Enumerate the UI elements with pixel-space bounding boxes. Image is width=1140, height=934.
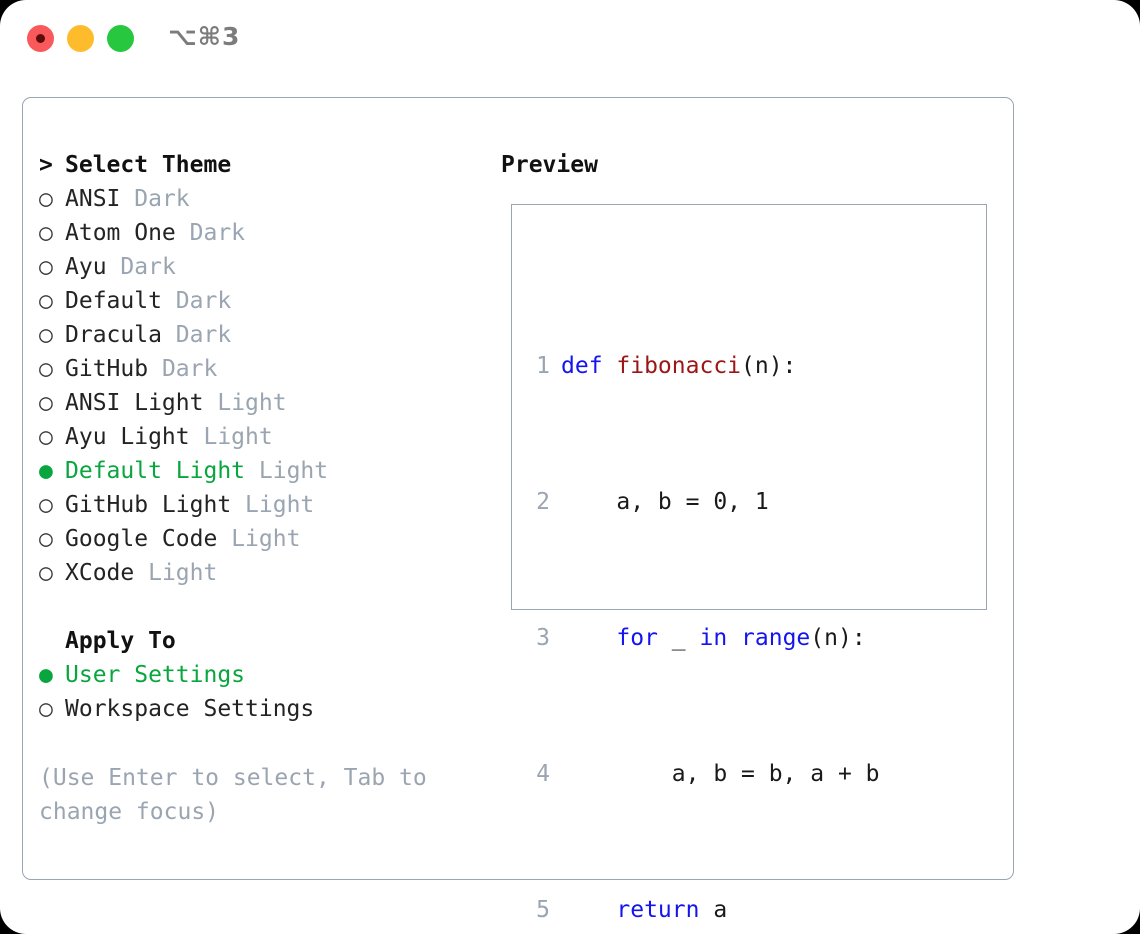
theme-item-suffix: Dark — [175, 288, 232, 314]
theme-item-ayu-dark[interactable]: ○ Ayu Dark — [39, 250, 499, 284]
line-number: 4 — [536, 761, 550, 787]
window-title: ⌥⌘3 — [168, 22, 241, 51]
theme-item-suffix: Light — [231, 526, 301, 552]
code-token-keyword: in — [699, 625, 728, 651]
theme-item-dracula-dark[interactable]: ○ Dracula Dark — [39, 318, 499, 352]
theme-item-ansi-light[interactable]: ○ ANSI Light Light — [39, 386, 499, 420]
theme-item-suffix: Light — [203, 424, 273, 450]
radio-unselected-icon: ○ — [39, 424, 53, 450]
apply-to-item-workspace-settings[interactable]: ○ Workspace Settings — [39, 692, 499, 726]
theme-item-ayu-light[interactable]: ○ Ayu Light Light — [39, 420, 499, 454]
apply-to-header-label: Apply To — [65, 628, 176, 654]
theme-item-suffix: Dark — [189, 220, 246, 246]
radio-unselected-icon: ○ — [39, 696, 53, 722]
apply-to-item-user-settings[interactable]: ● User Settings — [39, 658, 499, 692]
code-token-keyword: return — [616, 897, 700, 923]
code-token-plain — [561, 897, 616, 923]
theme-item-label: XCode — [65, 560, 135, 586]
theme-item-label: Ayu — [65, 254, 107, 280]
radio-unselected-icon: ○ — [39, 356, 53, 382]
theme-item-suffix: Light — [148, 560, 218, 586]
theme-item-label: Default Light — [65, 458, 246, 484]
theme-item-google-code[interactable]: ○ Google Code Light — [39, 522, 499, 556]
preview-title: Preview — [501, 152, 598, 178]
theme-item-github-light[interactable]: ○ GitHub Light Light — [39, 488, 499, 522]
theme-item-suffix: Dark — [161, 356, 218, 382]
theme-item-label: Google Code — [65, 526, 218, 552]
theme-item-label: GitHub Light — [65, 492, 232, 518]
theme-item-label: Default — [65, 288, 162, 314]
radio-unselected-icon: ○ — [39, 254, 53, 280]
select-theme-header: > Select Theme — [39, 148, 499, 182]
traffic-light-buttons — [27, 25, 134, 52]
radio-unselected-icon: ○ — [39, 492, 53, 518]
theme-item-default-light[interactable]: ● Default Light Light — [39, 454, 499, 488]
code-line: 5 return a — [524, 893, 907, 927]
radio-selected-icon: ● — [39, 458, 53, 484]
close-button-icon[interactable] — [27, 25, 54, 52]
theme-item-label: ANSI Light — [65, 390, 204, 416]
theme-item-github-dark[interactable]: ○ GitHub Dark — [39, 352, 499, 386]
code-token-plain: (n): — [741, 353, 797, 379]
apply-to-item-label: User Settings — [65, 662, 246, 688]
theme-item-suffix: Dark — [134, 186, 190, 212]
theme-item-suffix: Light — [217, 390, 287, 416]
theme-item-label: Ayu Light — [65, 424, 190, 450]
code-line: 1 def fibonacci(n): — [524, 349, 907, 383]
theme-item-default-dark[interactable]: ○ Default Dark — [39, 284, 499, 318]
code-token-plain: _ — [657, 625, 700, 651]
theme-item-atom-one-dark[interactable]: ○ Atom One Dark — [39, 216, 499, 250]
code-line: 4 a, b = b, a + b — [524, 757, 907, 791]
theme-item-suffix: Dark — [120, 254, 176, 280]
line-number: 3 — [536, 625, 550, 651]
code-token-plain: (n): — [810, 625, 866, 651]
keyboard-hint-text: (Use Enter to select, Tab to change focu… — [39, 765, 427, 825]
apply-to-header: Apply To — [39, 624, 499, 658]
code-token-keyword: for — [616, 625, 658, 651]
code-token-plain: a — [699, 897, 728, 923]
window-titlebar: ⌥⌘3 — [0, 0, 1140, 78]
select-theme-header-label: Select Theme — [65, 152, 232, 178]
theme-item-label: Atom One — [65, 220, 176, 246]
apply-to-indent — [39, 624, 65, 658]
theme-item-label: ANSI — [65, 186, 121, 212]
line-number: 2 — [536, 489, 550, 515]
apply-to-item-label: Workspace Settings — [65, 696, 315, 722]
code-line: 2 a, b = 0, 1 — [524, 485, 907, 519]
zoom-button-icon[interactable] — [107, 25, 134, 52]
list-group-divider — [39, 590, 499, 624]
prompt-caret-icon: > — [39, 152, 53, 178]
theme-item-xcode[interactable]: ○ XCode Light — [39, 556, 499, 590]
theme-item-label: GitHub — [65, 356, 149, 382]
radio-selected-icon: ● — [39, 662, 53, 688]
code-line: 3 for _ in range(n): — [524, 621, 907, 655]
code-token-plain: a, b = b, a + b — [561, 761, 880, 787]
radio-unselected-icon: ○ — [39, 288, 53, 314]
radio-unselected-icon: ○ — [39, 526, 53, 552]
theme-selector-panel: >Select Theme ○ANSI Dark ○Atom One Dark … — [22, 97, 1014, 923]
theme-item-label: Dracula — [65, 322, 162, 348]
code-token-builtin: range — [741, 625, 811, 651]
radio-unselected-icon: ○ — [39, 186, 53, 212]
theme-item-suffix: Dark — [175, 322, 232, 348]
code-token-plain — [727, 625, 741, 651]
minimize-button-icon[interactable] — [67, 25, 94, 52]
theme-item-ansi-dark[interactable]: ○ ANSI Dark — [39, 182, 499, 216]
theme-item-suffix: Light — [245, 492, 315, 518]
radio-unselected-icon: ○ — [39, 322, 53, 348]
theme-list-column: >Select Theme ○ANSI Dark ○Atom One Dark … — [39, 148, 499, 726]
line-number: 1 — [536, 353, 550, 379]
code-token-function: fibonacci — [616, 353, 742, 379]
radio-unselected-icon: ○ — [39, 390, 53, 416]
code-token-plain — [561, 625, 616, 651]
theme-item-suffix: Light — [258, 458, 329, 484]
code-token-plain: a, b = 0, 1 — [561, 489, 769, 515]
code-token-keyword: def — [561, 353, 617, 379]
radio-unselected-icon: ○ — [39, 560, 53, 586]
line-number: 5 — [536, 897, 550, 923]
radio-unselected-icon: ○ — [39, 220, 53, 246]
